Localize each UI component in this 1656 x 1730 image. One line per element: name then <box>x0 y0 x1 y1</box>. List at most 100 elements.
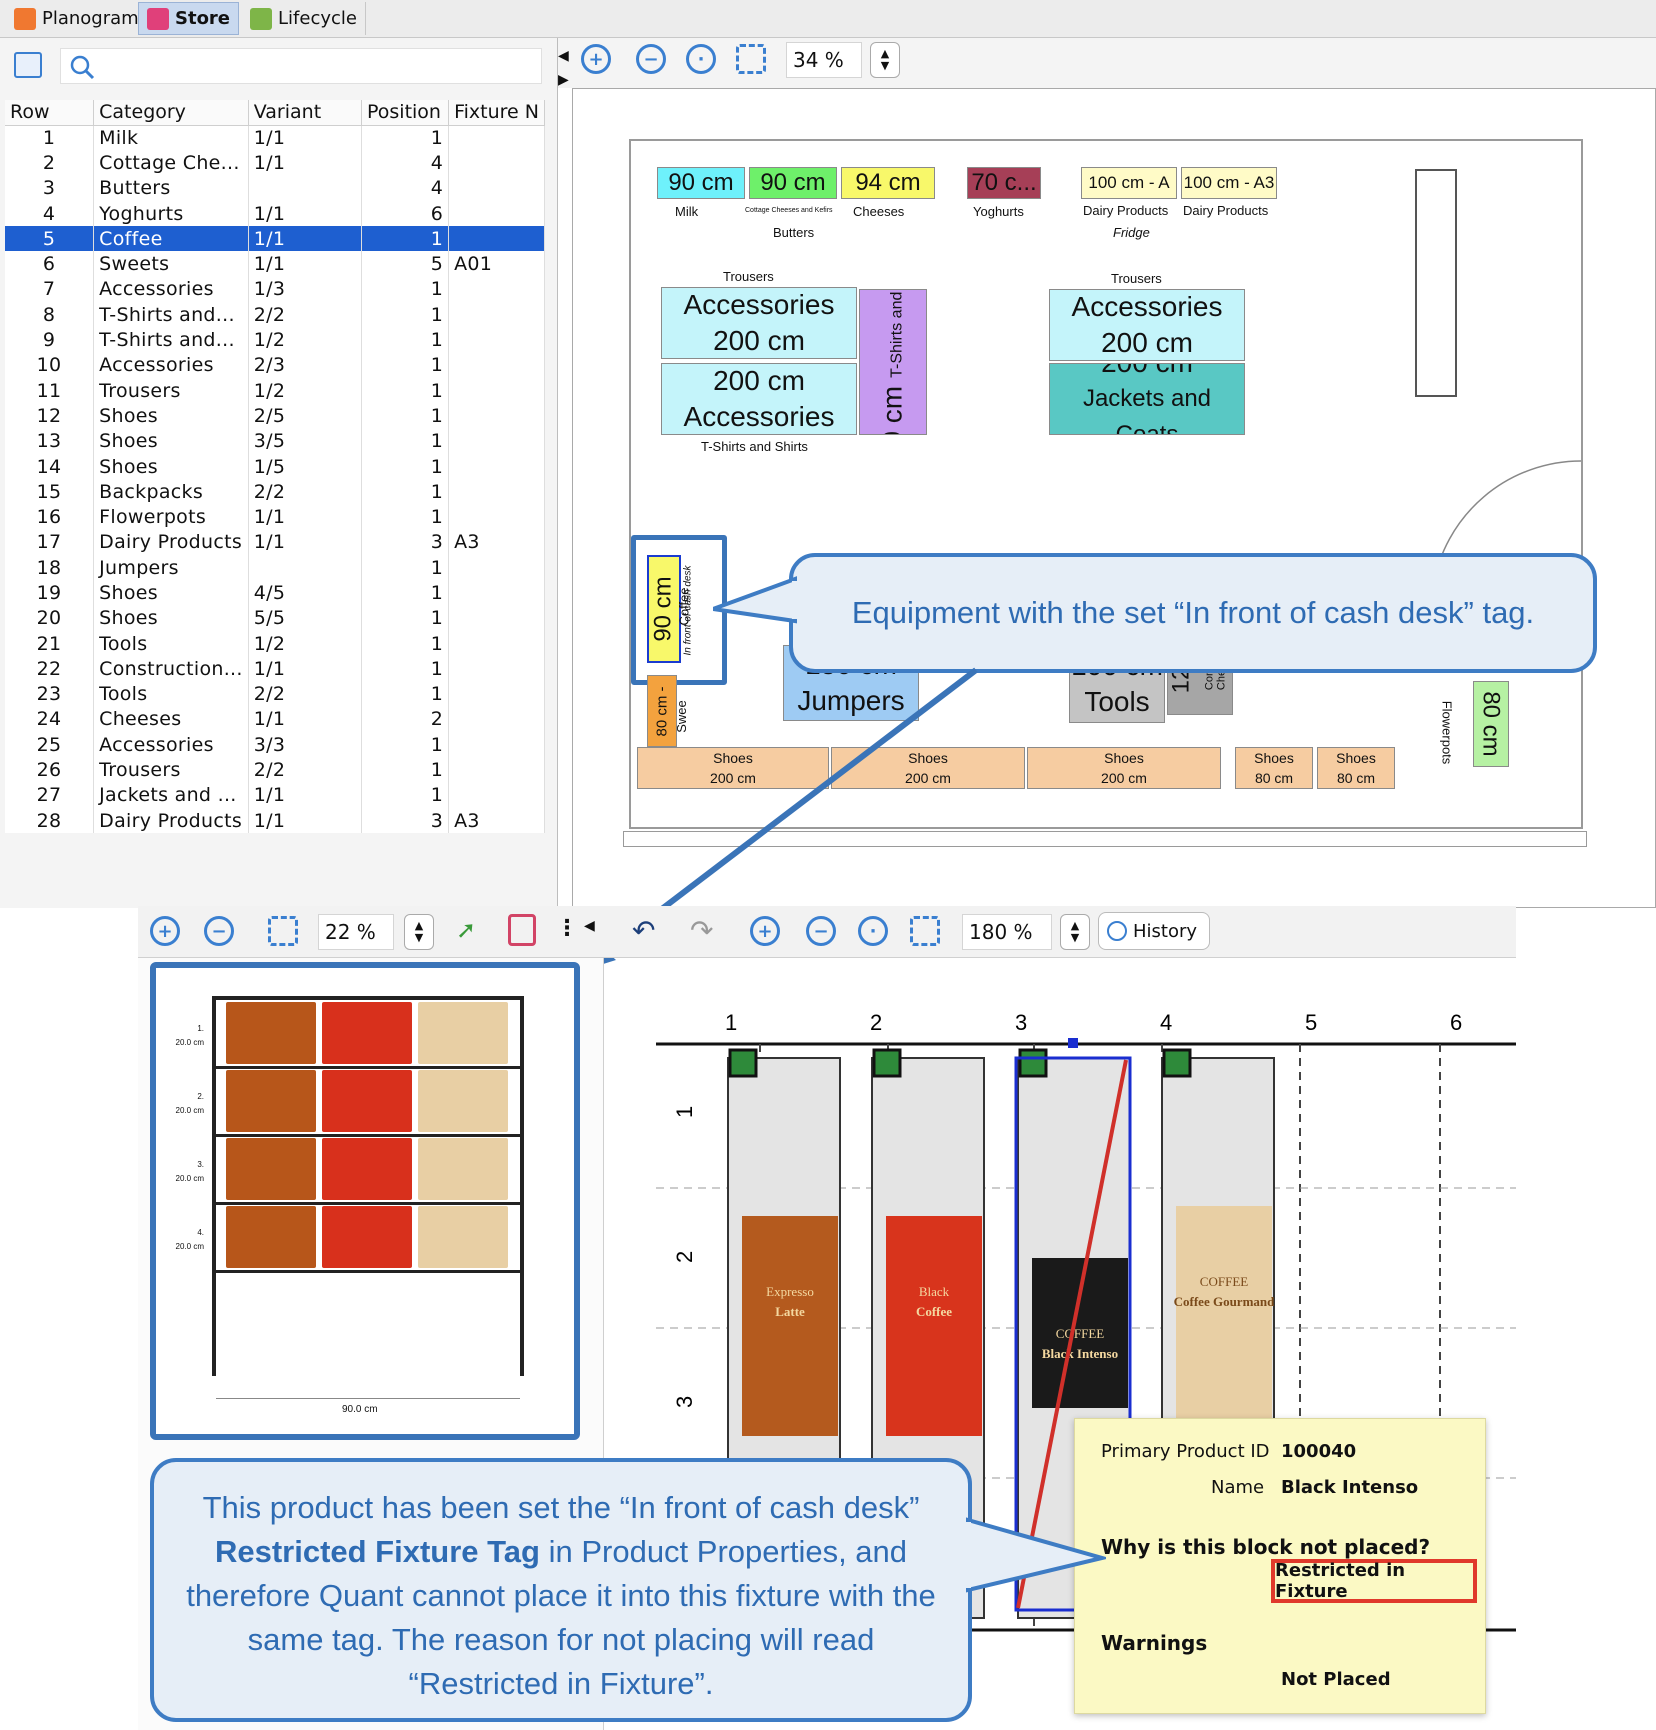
expand-arrow-icon[interactable]: ▶ <box>558 72 569 88</box>
table-cell: 19 <box>5 580 95 606</box>
zoom-fit-icon[interactable]: · <box>858 916 888 946</box>
shelf-product-group[interactable] <box>418 1206 508 1268</box>
fixture-yoghurts[interactable]: 70 c... <box>967 167 1041 199</box>
store-zoom-field[interactable]: 34 % <box>786 42 862 78</box>
table-cell <box>448 327 545 353</box>
shelf-product-group[interactable] <box>226 1206 316 1268</box>
column-header[interactable]: Category <box>93 100 249 126</box>
fixture-cheeses[interactable]: 94 cm <box>841 167 935 199</box>
zoom-out-icon[interactable]: − <box>806 916 836 946</box>
fixture-butters[interactable]: 90 cm <box>749 167 837 199</box>
zoom-in-icon[interactable]: + <box>150 916 180 946</box>
column-header[interactable]: Position <box>361 100 450 126</box>
table-settings-icon[interactable] <box>14 52 42 78</box>
selection-handle <box>1068 1038 1078 1048</box>
shelf-product-group[interactable] <box>322 1206 412 1268</box>
pointer-tool-icon[interactable]: ➚ <box>456 916 477 944</box>
zoom-out-icon[interactable]: − <box>204 916 234 946</box>
fixture-sweets[interactable]: 80 cm - <box>647 675 677 747</box>
shelf-product-group[interactable] <box>418 1002 508 1064</box>
tab-planogram[interactable]: Planogram <box>6 2 148 35</box>
shelf-product-group[interactable] <box>418 1138 508 1200</box>
fixture-milk[interactable]: 90 cm <box>657 167 745 199</box>
zoom-spinner[interactable]: ▲▼ <box>870 42 900 78</box>
fixture-flowerpots[interactable]: 80 cm <box>1473 681 1509 767</box>
editor-zoom-field[interactable]: 180 % <box>962 914 1052 950</box>
fit-page-icon[interactable] <box>910 916 940 946</box>
collapse-arrow-icon[interactable]: ◀ <box>584 918 595 934</box>
collapse-arrow-icon[interactable]: ◀ <box>558 48 569 64</box>
search-input[interactable] <box>60 48 542 84</box>
zoom-spinner[interactable]: ▲▼ <box>404 914 434 950</box>
table-cell: 8 <box>5 302 95 328</box>
shelf-product-group[interactable] <box>418 1070 508 1132</box>
shelf-zoom-field[interactable]: 22 % <box>318 914 394 950</box>
column-header[interactable]: Row <box>5 100 95 126</box>
zoom-spinner[interactable]: ▲▼ <box>1060 914 1090 950</box>
fixture-tshirts-vertical[interactable]: 150 cm T-Shirts and Shirts <box>859 289 927 435</box>
tab-store[interactable]: Store <box>138 2 240 35</box>
fit-page-icon[interactable] <box>268 916 298 946</box>
shelf-product-group[interactable] <box>322 1070 412 1132</box>
more-menu-icon[interactable]: ⋮ <box>556 916 578 941</box>
tab-lifecycle[interactable]: Lifecycle <box>242 2 366 35</box>
zoom-out-icon[interactable]: − <box>636 44 666 74</box>
history-button[interactable]: History <box>1098 912 1210 950</box>
column-header[interactable]: Fixture N <box>448 100 545 126</box>
table-cell: 1 <box>361 605 450 631</box>
pdf-export-icon[interactable] <box>508 914 536 946</box>
shelf-product-group[interactable] <box>322 1138 412 1200</box>
row-number: 2 <box>672 1251 697 1263</box>
fit-page-icon[interactable] <box>736 44 766 74</box>
shelf-product-group[interactable] <box>226 1002 316 1064</box>
fixture-dairy-1[interactable]: 100 cm - A <box>1081 167 1177 199</box>
fixture-dairy-2[interactable]: 100 cm - A3 <box>1181 167 1277 199</box>
zoom-in-icon[interactable]: + <box>750 916 780 946</box>
shelf-product-group[interactable] <box>226 1138 316 1200</box>
undo-icon[interactable]: ↶ <box>632 914 656 947</box>
zoom-fit-icon[interactable]: · <box>686 44 716 74</box>
shelf-product-group[interactable] <box>226 1070 316 1132</box>
column-header[interactable]: Variant <box>248 100 362 126</box>
redo-icon[interactable]: ↷ <box>690 914 714 947</box>
fixture-coffee[interactable]: 90 cm <box>647 555 681 663</box>
shelf-product-group[interactable] <box>322 1002 412 1064</box>
zoom-in-icon[interactable]: + <box>581 44 611 74</box>
